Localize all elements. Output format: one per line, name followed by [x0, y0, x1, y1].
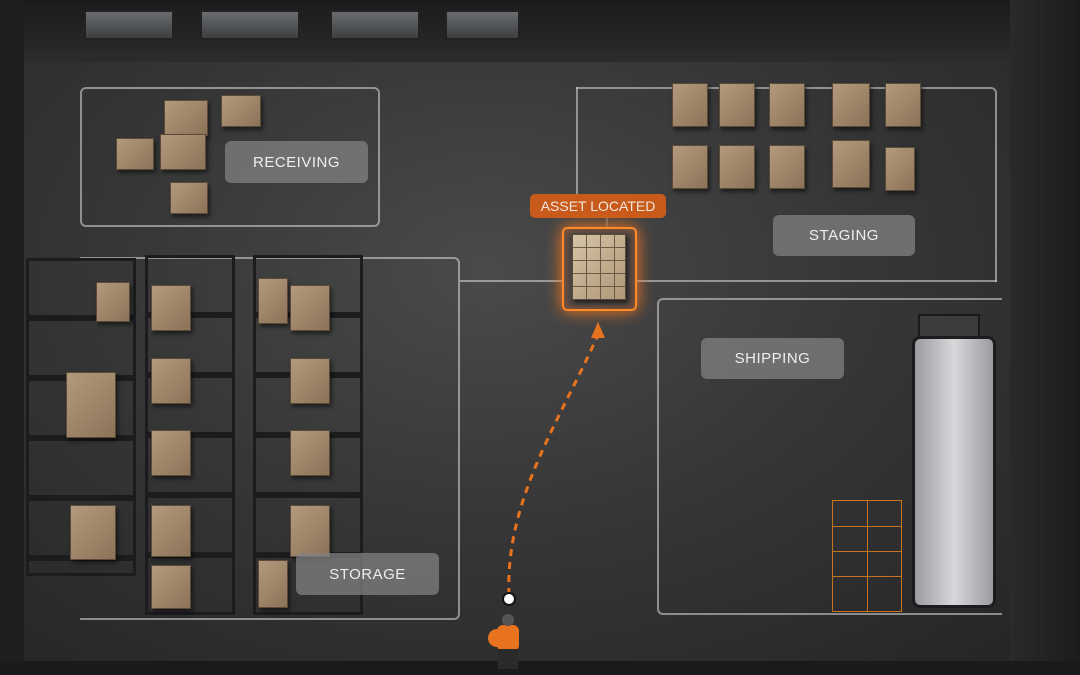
pallet: [832, 140, 870, 188]
route-path: [507, 334, 600, 596]
pallet: [885, 147, 915, 191]
pallet: [719, 83, 755, 127]
pallet: [290, 505, 330, 557]
located-pallet[interactable]: [572, 234, 626, 300]
pallet: [151, 505, 191, 557]
pallet: [151, 430, 191, 476]
pallet: [96, 282, 130, 322]
zone-line: [637, 280, 997, 282]
pallet: [672, 83, 708, 127]
pallet: [151, 285, 191, 331]
pallet: [719, 145, 755, 189]
right-wall: [1010, 0, 1080, 675]
bottom-wall: [0, 661, 1080, 675]
pallet: [164, 100, 208, 136]
pallet: [170, 182, 208, 214]
floor-grid-marking: [832, 500, 902, 612]
pallet: [290, 358, 330, 404]
zone-line: [606, 218, 608, 228]
pallet: [258, 560, 288, 608]
skylight: [84, 10, 174, 40]
ceiling-wall: [0, 0, 1080, 62]
staging-label: STAGING: [773, 215, 915, 256]
skylight: [330, 10, 420, 40]
pallet: [769, 145, 805, 189]
worker-icon: [488, 614, 519, 669]
delivery-truck: [912, 336, 996, 608]
pallet: [66, 372, 116, 438]
pallet: [672, 145, 708, 189]
route-arrow-icon: [591, 322, 605, 338]
zone-line: [460, 280, 562, 282]
pallet: [116, 138, 154, 170]
pallet: [885, 83, 921, 127]
skylight: [445, 10, 520, 40]
receiving-label: RECEIVING: [225, 141, 368, 183]
shipping-label: SHIPPING: [701, 338, 844, 379]
pallet: [221, 95, 261, 127]
pallet: [258, 278, 288, 324]
zone-line: [576, 87, 578, 197]
shipping-zone[interactable]: [657, 298, 1002, 615]
pallet: [151, 358, 191, 404]
pallet: [769, 83, 805, 127]
pallet: [290, 430, 330, 476]
pallet: [151, 565, 191, 609]
receiving-zone[interactable]: [80, 87, 380, 227]
pallet: [290, 285, 330, 331]
storage-label: STORAGE: [296, 553, 439, 595]
pallet: [832, 83, 870, 127]
asset-highlight[interactable]: [562, 227, 637, 311]
pallet: [160, 134, 206, 170]
left-wall: [0, 0, 24, 675]
skylight: [200, 10, 300, 40]
asset-located-label: ASSET LOCATED: [530, 194, 666, 218]
pallet: [70, 505, 116, 560]
worker-location-marker: [502, 592, 516, 606]
